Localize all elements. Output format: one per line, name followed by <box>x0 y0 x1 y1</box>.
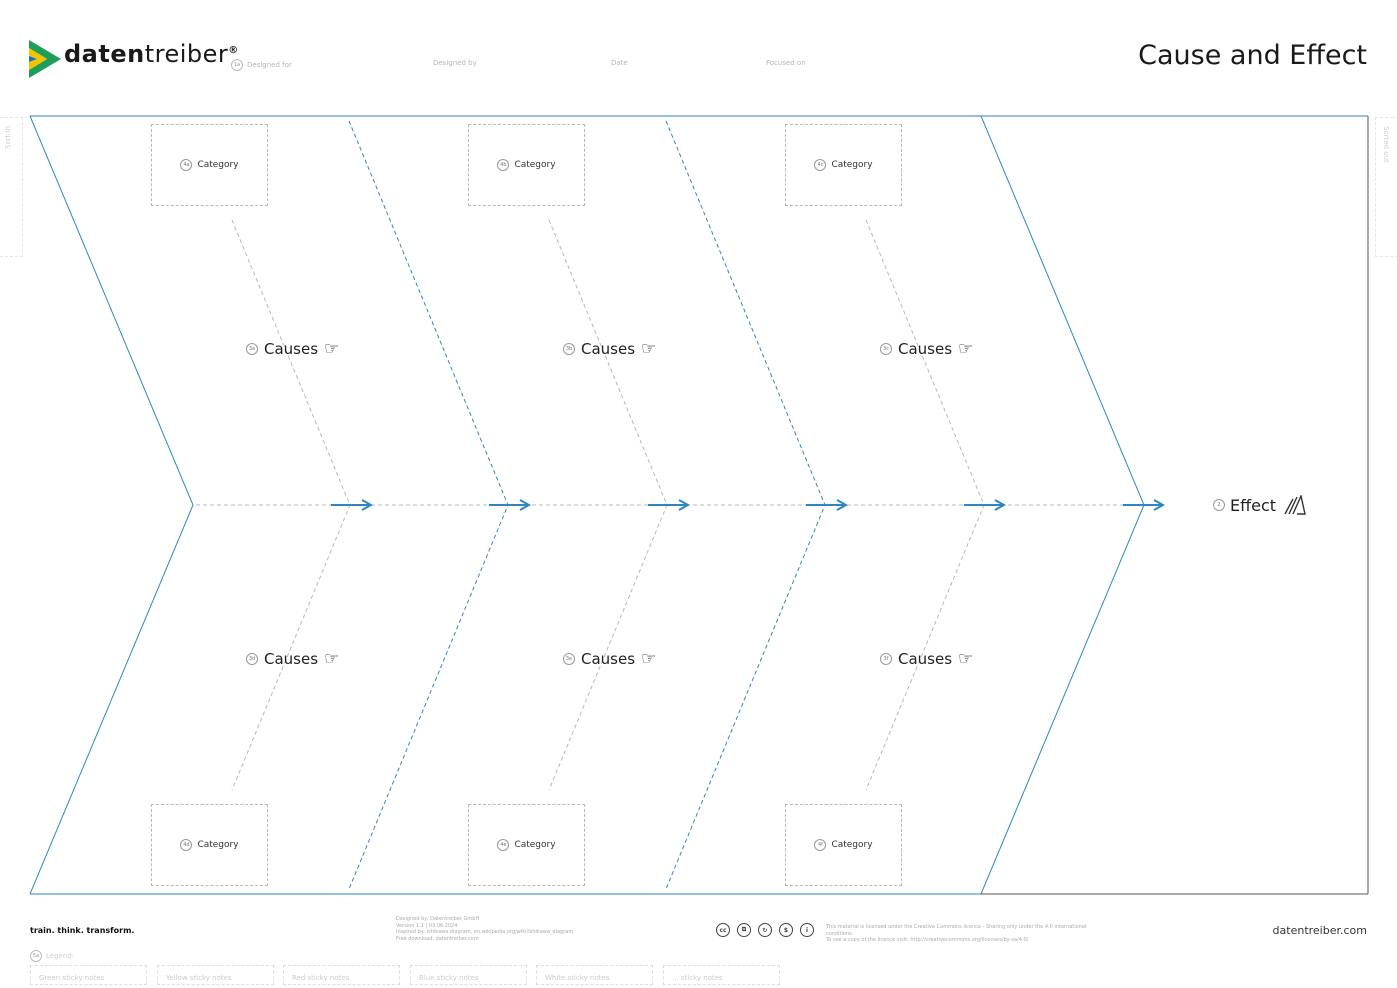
sticky-note-red[interactable]: Red sticky notes <box>283 965 400 985</box>
tagline: train. think. transform. <box>30 926 135 935</box>
sorted-out-area[interactable]: Sorted out <box>1375 117 1397 257</box>
dominoes-icon <box>1284 495 1306 515</box>
cc-icons: cc ⧉ ↻ $ i <box>716 923 814 937</box>
tail-chevron <box>29 115 194 895</box>
sticky-note-white[interactable]: White sticky notes <box>536 965 653 985</box>
sticky-note-other[interactable]: ... sticky notes <box>663 965 780 985</box>
pointing-hand-icon: ☞ <box>958 339 974 359</box>
cc-icon: cc <box>716 923 730 937</box>
page-title: Cause and Effect <box>1138 40 1367 71</box>
head-chevron <box>980 115 1145 895</box>
sticky-note-blue[interactable]: Blue sticky notes <box>410 965 527 985</box>
share-alike-icon: ↻ <box>758 923 772 937</box>
pointing-hand-icon: ☞ <box>958 649 974 669</box>
attribution-icon: i <box>800 923 814 937</box>
designed-by-field[interactable]: Designed by <box>433 59 477 67</box>
pointing-hand-icon: ☞ <box>641 649 657 669</box>
sticky-note-yellow[interactable]: Yellow sticky notes <box>157 965 274 985</box>
licence-text: This material is licensed under the Crea… <box>826 924 1087 943</box>
brand-name: datentreiber® <box>64 40 239 68</box>
credits-block: Designed by: Datentreiber GmbH Version 1… <box>396 916 574 942</box>
pointing-hand-icon: ☞ <box>324 339 340 359</box>
date-field[interactable]: Date <box>611 59 628 67</box>
pointing-hand-icon: ☞ <box>324 649 340 669</box>
brand-logo-icon <box>29 40 61 78</box>
focused-on-field[interactable]: Focused on <box>766 59 806 67</box>
website-link[interactable]: datentreiber.com <box>1272 924 1367 937</box>
copy-icon: ⧉ <box>737 923 751 937</box>
pointing-hand-icon: ☞ <box>641 339 657 359</box>
non-commercial-icon: $ <box>779 923 793 937</box>
sort-in-area[interactable]: Sort in <box>0 117 23 257</box>
sticky-note-green[interactable]: Green sticky notes <box>30 965 147 985</box>
